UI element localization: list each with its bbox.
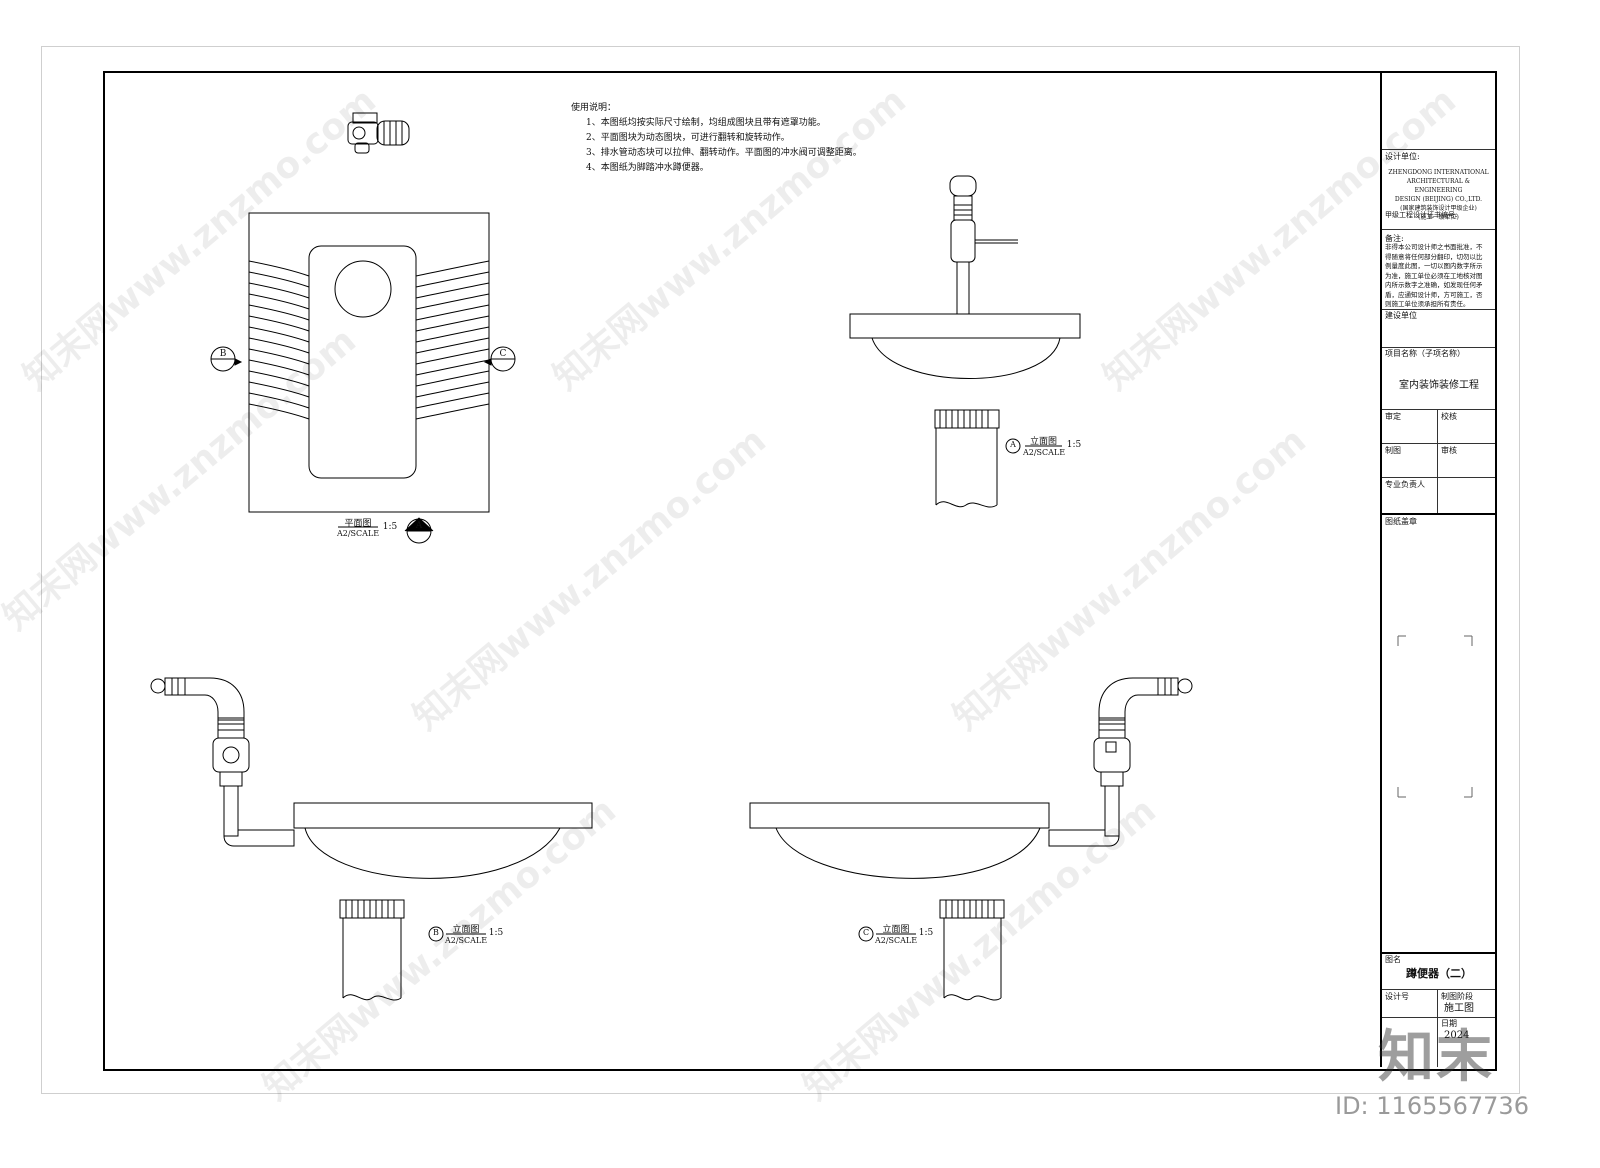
remarks-text: 非得本公司设计师之书面批准，不 得随意将任何部分翻印，切勿以比 例量度此图，一切…	[1385, 243, 1483, 308]
stage-label: 制图阶段	[1441, 992, 1473, 1001]
elev-b-title: 立面图	[452, 925, 480, 935]
elev-c-ratio: 1:5	[918, 928, 934, 938]
elevation-c-view	[749, 677, 1193, 1001]
section-marker-c	[483, 346, 516, 372]
elevation-a-view	[849, 175, 1081, 508]
elev-a-scale-ref: A2/SCALE	[1022, 448, 1066, 457]
title-block: 设计单位: ZHENGDONG INTERNATIONAL ARCHITECTU…	[1380, 71, 1495, 1067]
cert-label: 甲级工程设计证书编号:	[1385, 211, 1458, 219]
date-label: 日期	[1441, 1019, 1457, 1028]
plan-scale-ref: A2/SCALE	[336, 529, 380, 538]
drawing-name: 蹲便器（二）	[1406, 967, 1472, 980]
elev-a-mark: A	[1010, 440, 1016, 449]
seal-label: 图纸盖章	[1385, 517, 1417, 526]
elev-a-ratio: 1:5	[1066, 440, 1082, 450]
elev-b-ratio: 1:5	[488, 928, 504, 938]
marker-a-letter: A	[415, 521, 423, 531]
drawing-name-label: 图名	[1385, 955, 1401, 964]
client-label: 建设单位	[1385, 311, 1417, 320]
note-item: 1、本图纸均按实际尺寸绘制，均组成图块且带有遮罩功能。	[586, 118, 826, 128]
review-label: 审核	[1441, 446, 1457, 455]
design-unit-label: 设计单位:	[1385, 152, 1420, 161]
section-marker-a	[404, 517, 434, 544]
check-label: 校核	[1441, 412, 1457, 421]
note-item: 2、平面图块为动态图块，可进行翻转和旋转动作。	[586, 133, 790, 143]
draw-label: 制图	[1385, 446, 1401, 455]
approve-label: 审定	[1385, 412, 1401, 421]
design-unit-name: ZHENGDONG INTERNATIONAL ARCHITECTURAL & …	[1388, 169, 1489, 221]
elev-a-title: 立面图	[1029, 437, 1057, 447]
note-item: 4、本图纸为脚踏冲水蹲便器。	[586, 163, 709, 173]
usage-notes: 使用说明： 1、本图纸均按实际尺寸绘制，均组成图块且带有遮罩功能。 2、平面图块…	[571, 101, 862, 176]
elev-b-scale-ref: A2/SCALE	[444, 936, 488, 945]
project-label: 项目名称（子项名称）	[1385, 349, 1465, 358]
sheet-outer-border	[41, 46, 1520, 1094]
plan-title: 平面图	[344, 519, 372, 529]
date-value: 2024	[1444, 1030, 1470, 1041]
plan-ratio: 1:5	[382, 522, 398, 532]
elev-c-mark: C	[862, 928, 870, 937]
lead-label: 专业负责人	[1385, 480, 1425, 489]
marker-b-letter: B	[219, 349, 227, 359]
watermark-logo: 知末	[1378, 1025, 1494, 1090]
elev-c-title: 立面图	[882, 925, 910, 935]
stage-value: 施工图	[1444, 1003, 1474, 1014]
elev-b-mark: B	[433, 928, 439, 937]
notes-title: 使用说明：	[571, 103, 617, 113]
elev-c-scale-ref: A2/SCALE	[874, 936, 918, 945]
flush-valve-plan-icon	[347, 112, 410, 154]
image-id: ID: 1165567736	[1335, 1092, 1529, 1120]
section-marker-b	[210, 346, 243, 372]
remarks-label: 备注:	[1385, 234, 1404, 243]
note-item: 3、排水管动态块可以拉伸、翻转动作。平面图的冲水阀可调整距离。	[586, 148, 862, 158]
design-no-label: 设计号	[1385, 992, 1409, 1001]
project-name: 室内装饰装修工程	[1399, 380, 1479, 391]
marker-c-letter: C	[499, 349, 507, 359]
drawing-frame	[103, 71, 1497, 1071]
elevation-b-view	[150, 677, 593, 1001]
seal-area-corners	[1397, 635, 1473, 798]
